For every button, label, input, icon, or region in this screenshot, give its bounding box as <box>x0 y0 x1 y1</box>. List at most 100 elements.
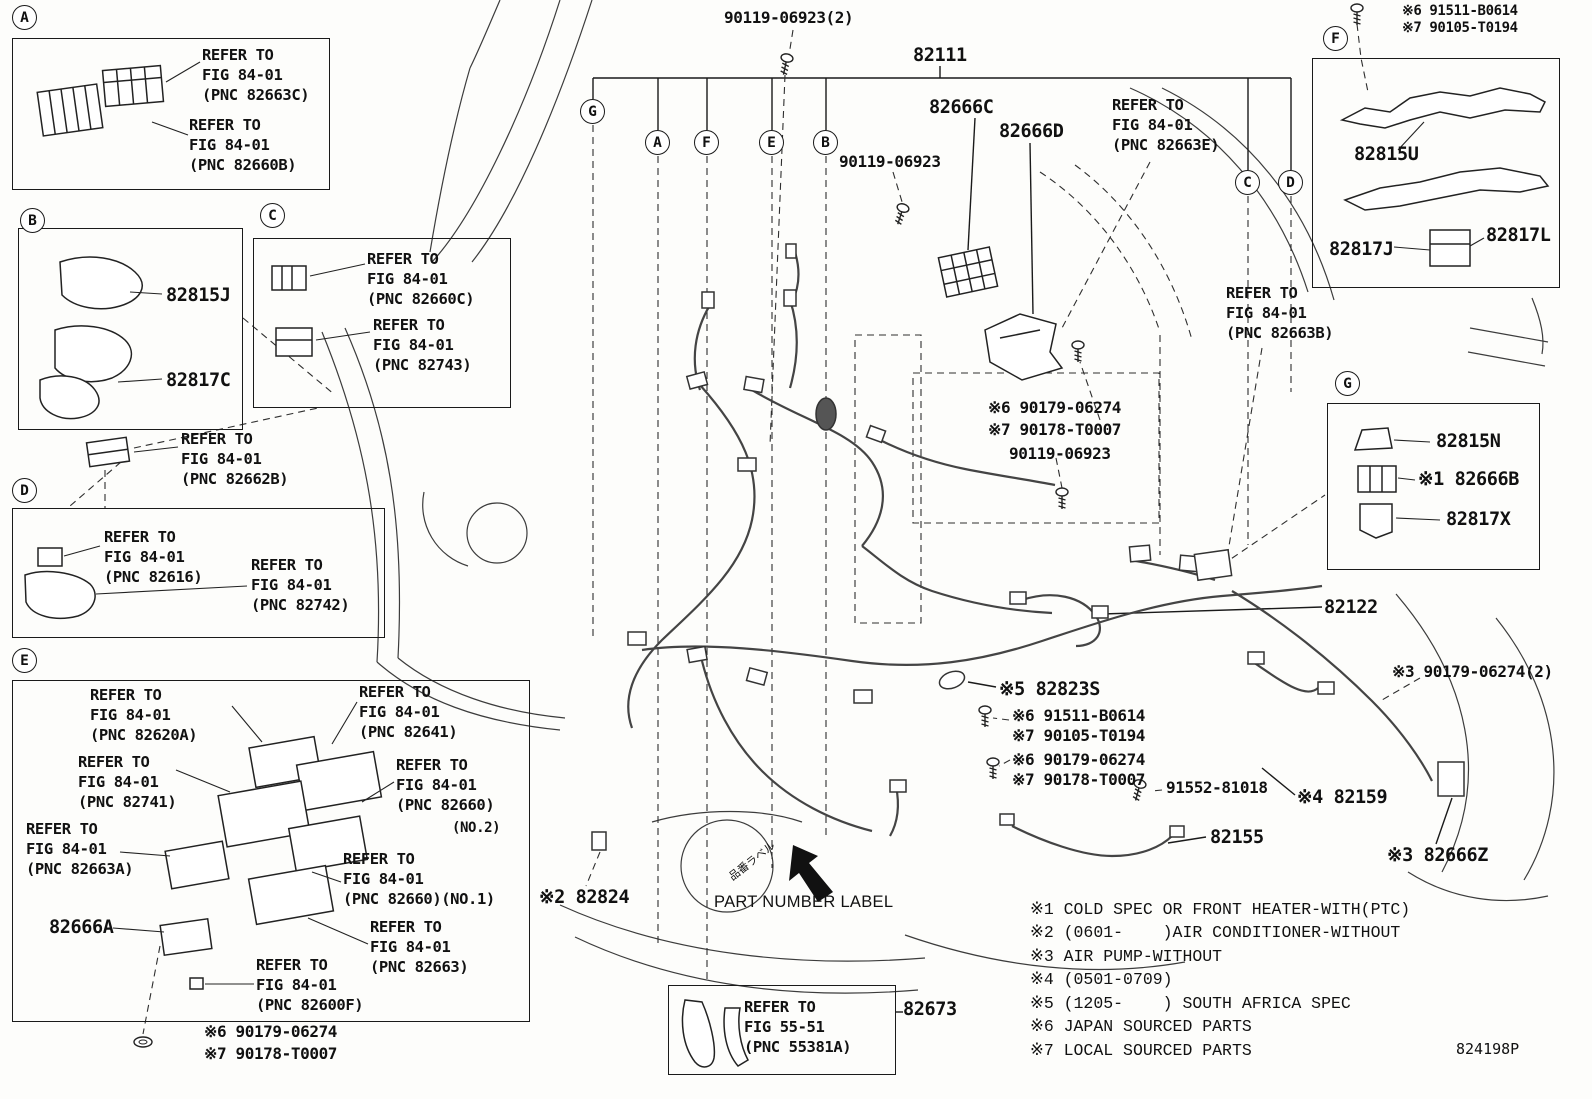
label-82815u: 82815U <box>1354 144 1419 165</box>
callout-circle-a: A <box>12 5 37 30</box>
label-82666a: 82666A <box>49 917 114 938</box>
label-m-90179: ※6 90179-06274 <box>988 398 1122 417</box>
label-part-number: PART NUMBER LABEL <box>714 893 894 911</box>
ref-82663e: REFER TO FIG 84-01 (PNC 82663E) <box>1112 96 1220 154</box>
bolt-icons <box>133 3 1364 1048</box>
callout-circle-c: C <box>260 203 285 228</box>
label-82159: ※4 82159 <box>1297 787 1388 808</box>
relay-bracket-82666d <box>984 313 1064 381</box>
label-82817l: 82817L <box>1486 225 1551 246</box>
box-a-parts <box>36 61 201 137</box>
label-82817c: 82817C <box>166 370 231 391</box>
ref-82660-no2: REFER TO FIG 84-01 (PNC 82660) <box>396 756 495 814</box>
label-e-90179: ※6 90179-06274 <box>204 1022 338 1041</box>
ref-82743: REFER TO FIG 84-01 (PNC 82743) <box>373 316 472 374</box>
ref-82663: REFER TO FIG 84-01 (PNC 82663) <box>370 918 469 976</box>
label-91552: 91552-81018 <box>1166 778 1268 797</box>
callout-circle-d: D <box>12 478 37 503</box>
callout-box-g <box>1327 403 1540 570</box>
callout-circle-b: B <box>20 208 45 233</box>
label-no2: (NO.2) <box>452 820 501 836</box>
part-82662b <box>85 436 179 468</box>
footnote-5: ※5 (1205- ) SOUTH AFRICA SPEC <box>1030 993 1351 1013</box>
label-82815j: 82815J <box>166 285 231 306</box>
label-90119-06923-mid: 90119-06923 <box>839 152 941 171</box>
callout-box-b <box>18 228 243 430</box>
label-r6-90179: ※6 90179-06274 <box>1012 750 1146 769</box>
ref-82641: REFER TO FIG 84-01 (PNC 82641) <box>359 683 458 741</box>
diagram-circle-e: E <box>759 130 784 155</box>
diagram-circle-c: C <box>1235 170 1260 195</box>
label-82666z: ※3 82666Z <box>1387 845 1489 866</box>
callout-circle-e: E <box>12 648 37 673</box>
box-g-parts <box>1353 427 1441 539</box>
label-82817x: 82817X <box>1446 509 1511 530</box>
callout-circle-f: F <box>1323 26 1348 51</box>
ref-82660-no1: REFER TO FIG 84-01 (PNC 82660)(NO.1) <box>343 850 495 908</box>
footnote-3: ※3 AIR PUMP-WITHOUT <box>1030 946 1223 966</box>
ref-82742: REFER TO FIG 84-01 (PNC 82742) <box>251 556 350 614</box>
callout-box-e <box>12 680 530 1022</box>
box-f-parts <box>1339 87 1550 267</box>
label-82666b: ※1 82666B <box>1418 469 1520 490</box>
ref-55381a: REFER TO FIG 55-51 (PNC 55381A) <box>744 998 852 1056</box>
diagram-circle-d: D <box>1278 170 1303 195</box>
ref-82741: REFER TO FIG 84-01 (PNC 82741) <box>78 753 177 811</box>
ref-82620a: REFER TO FIG 84-01 (PNC 82620A) <box>90 686 198 744</box>
label-r6-91511: ※6 91511-B0614 <box>1012 706 1146 725</box>
label-82815n: 82815N <box>1436 431 1501 452</box>
part-number-label-arrow-icon <box>789 845 833 902</box>
label-82817j: 82817J <box>1329 239 1394 260</box>
vehicle-outline <box>321 0 1555 994</box>
label-82666c: 82666C <box>929 97 994 118</box>
callout-box-c <box>253 238 511 408</box>
label-m-90178: ※7 90178-T0007 <box>988 420 1122 439</box>
callout-bracket-lines <box>592 66 1453 1013</box>
box-d-parts <box>24 545 248 620</box>
footnote-2: ※2 (0601- )AIR CONDITIONER-WITHOUT <box>1030 923 1401 943</box>
label-82155: 82155 <box>1210 827 1264 848</box>
diagram-id: 824198P <box>1456 1040 1520 1058</box>
label-r3-90179: ※3 90179-06274(2) <box>1392 662 1553 681</box>
callout-box-f <box>1312 58 1560 288</box>
diagram-circle-b: B <box>813 130 838 155</box>
diagram-circle-g: G <box>580 99 605 124</box>
ref-82663a: REFER TO FIG 84-01 (PNC 82663A) <box>26 820 134 878</box>
callout-box-82673 <box>668 985 896 1075</box>
footnote-4: ※4 (0501-0709) <box>1030 970 1173 990</box>
label-r7-90178: ※7 90178-T0007 <box>1012 770 1146 789</box>
label-82122: 82122 <box>1324 597 1378 618</box>
label-82824: ※2 82824 <box>539 887 630 908</box>
label-90119-06923-2: 90119-06923(2) <box>724 8 854 27</box>
footnote-7: ※7 LOCAL SOURCED PARTS <box>1030 1040 1252 1060</box>
ref-82663c: REFER TO FIG 84-01 (PNC 82663C) <box>202 46 310 104</box>
box-b-parts <box>39 256 163 420</box>
label-82666d: 82666D <box>999 121 1064 142</box>
ref-82616: REFER TO FIG 84-01 (PNC 82616) <box>104 528 203 586</box>
diagram-circle-f: F <box>694 130 719 155</box>
label-90119-06923-right: 90119-06923 <box>1009 444 1111 463</box>
ref-82660c: REFER TO FIG 84-01 (PNC 82660C) <box>367 250 475 308</box>
harness-connectors <box>591 243 1465 851</box>
fuse-block-82666c <box>937 246 999 298</box>
box-e-parts <box>112 701 395 990</box>
diagram-circle-a: A <box>645 130 670 155</box>
callout-box-a <box>12 38 330 190</box>
footnotes: ※1 COLD SPEC OR FRONT HEATER-WITH(PTC) ※… <box>1030 898 1410 1062</box>
label-f-91511: ※6 91511-B0614 <box>1402 3 1518 19</box>
label-82673: 82673 <box>903 999 957 1020</box>
label-r7-90105: ※7 90105-T0194 <box>1012 726 1146 745</box>
label-82823s: ※5 82823S <box>999 679 1101 700</box>
ref-82660b: REFER TO FIG 84-01 (PNC 82660B) <box>189 116 297 174</box>
callout-box-d <box>12 508 385 638</box>
ref-82663b: REFER TO FIG 84-01 (PNC 82663B) <box>1226 284 1334 342</box>
wiring-harness-lines <box>627 251 1433 858</box>
footnote-1: ※1 COLD SPEC OR FRONT HEATER-WITH(PTC) <box>1030 900 1411 919</box>
ref-82662b: REFER TO FIG 84-01 (PNC 82662B) <box>181 430 289 488</box>
footnote-6: ※6 JAPAN SOURCED PARTS <box>1030 1017 1252 1037</box>
label-e-90178: ※7 90178-T0007 <box>204 1044 338 1063</box>
ref-82600f: REFER TO FIG 84-01 (PNC 82600F) <box>256 956 364 1014</box>
label-82111: 82111 <box>913 45 967 66</box>
